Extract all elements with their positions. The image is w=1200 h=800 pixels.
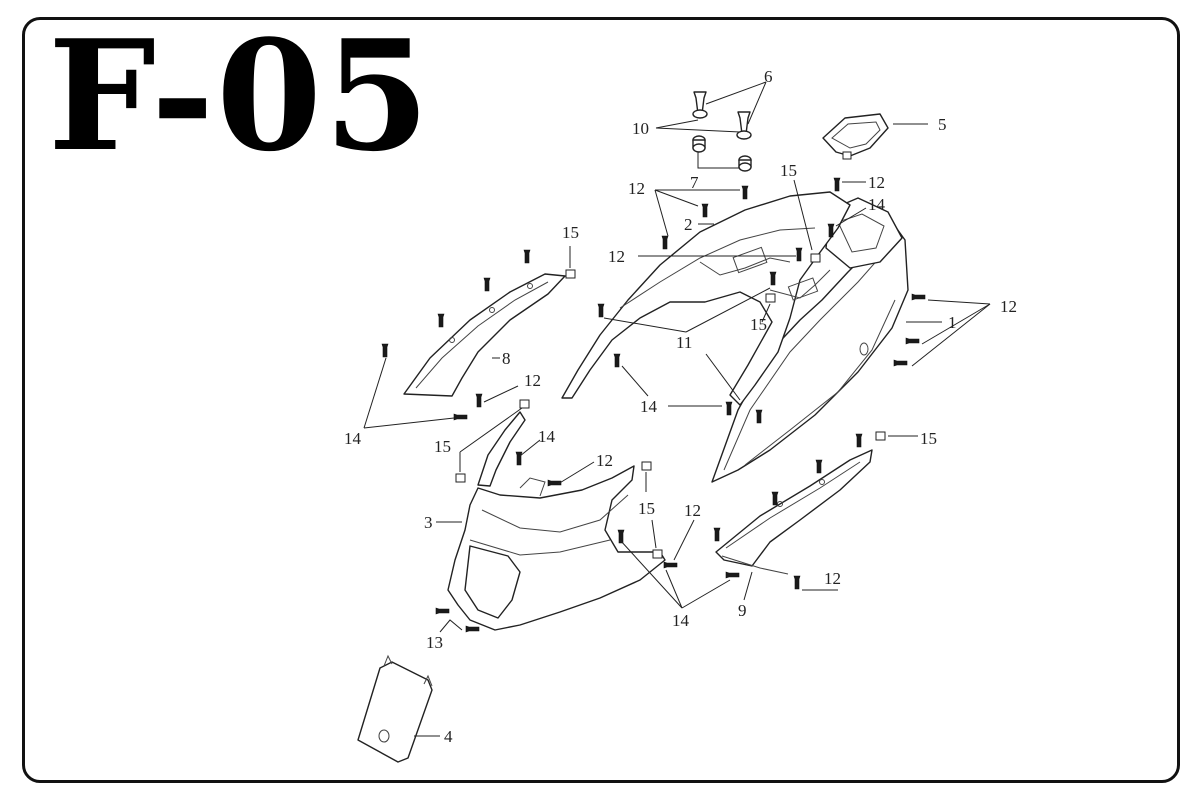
callout-2: 2 xyxy=(684,215,693,234)
callout-8: 8 xyxy=(502,349,511,368)
callout-5: 5 xyxy=(938,115,947,134)
part-7-grommet xyxy=(738,155,752,172)
callout-14: 14 xyxy=(672,611,690,630)
diagram-frame xyxy=(22,17,1180,783)
part-8-left-trim-strip xyxy=(403,273,566,397)
callout-14: 14 xyxy=(538,427,556,446)
page-title: F-05 xyxy=(48,6,432,185)
part-6-washer xyxy=(736,130,752,140)
callout-12: 12 xyxy=(868,173,885,192)
callout-4: 4 xyxy=(444,727,453,746)
callout-11: 11 xyxy=(676,333,692,352)
part-3-front-lower-cover xyxy=(447,411,666,631)
callout-12: 12 xyxy=(1000,297,1017,316)
callout-14: 14 xyxy=(344,429,362,448)
callout-15: 15 xyxy=(920,429,937,448)
callout-6: 6 xyxy=(764,67,773,86)
callout-13: 13 xyxy=(426,633,443,652)
callout-15: 15 xyxy=(638,499,655,518)
part-6-washer xyxy=(692,109,708,119)
part-4-access-lid xyxy=(357,654,433,763)
callout-3: 3 xyxy=(424,513,433,532)
callout-labels: 5 6 10 7 12 2 15 12 14 12 15 11 1 12 14 … xyxy=(344,67,1017,746)
part-5-cap xyxy=(822,113,889,160)
part-2-center-panel xyxy=(561,191,851,406)
fasteners xyxy=(381,91,926,633)
callout-14: 14 xyxy=(868,195,886,214)
callout-12: 12 xyxy=(608,247,625,266)
callout-1: 1 xyxy=(948,313,957,332)
callout-12: 12 xyxy=(824,569,841,588)
callout-12: 12 xyxy=(628,179,645,198)
callout-12: 12 xyxy=(684,501,701,520)
part-7-grommet xyxy=(692,135,706,153)
leader-lines xyxy=(363,81,991,737)
part-9-right-trim-strip xyxy=(715,449,873,575)
callout-12: 12 xyxy=(596,451,613,470)
callout-12: 12 xyxy=(524,371,541,390)
callout-15: 15 xyxy=(434,437,451,456)
callout-9: 9 xyxy=(738,601,747,620)
callout-10: 10 xyxy=(632,119,649,138)
callout-14: 14 xyxy=(640,397,658,416)
callout-15: 15 xyxy=(750,315,767,334)
callout-15: 15 xyxy=(780,161,797,180)
callout-7: 7 xyxy=(690,173,699,192)
callout-15: 15 xyxy=(562,223,579,242)
